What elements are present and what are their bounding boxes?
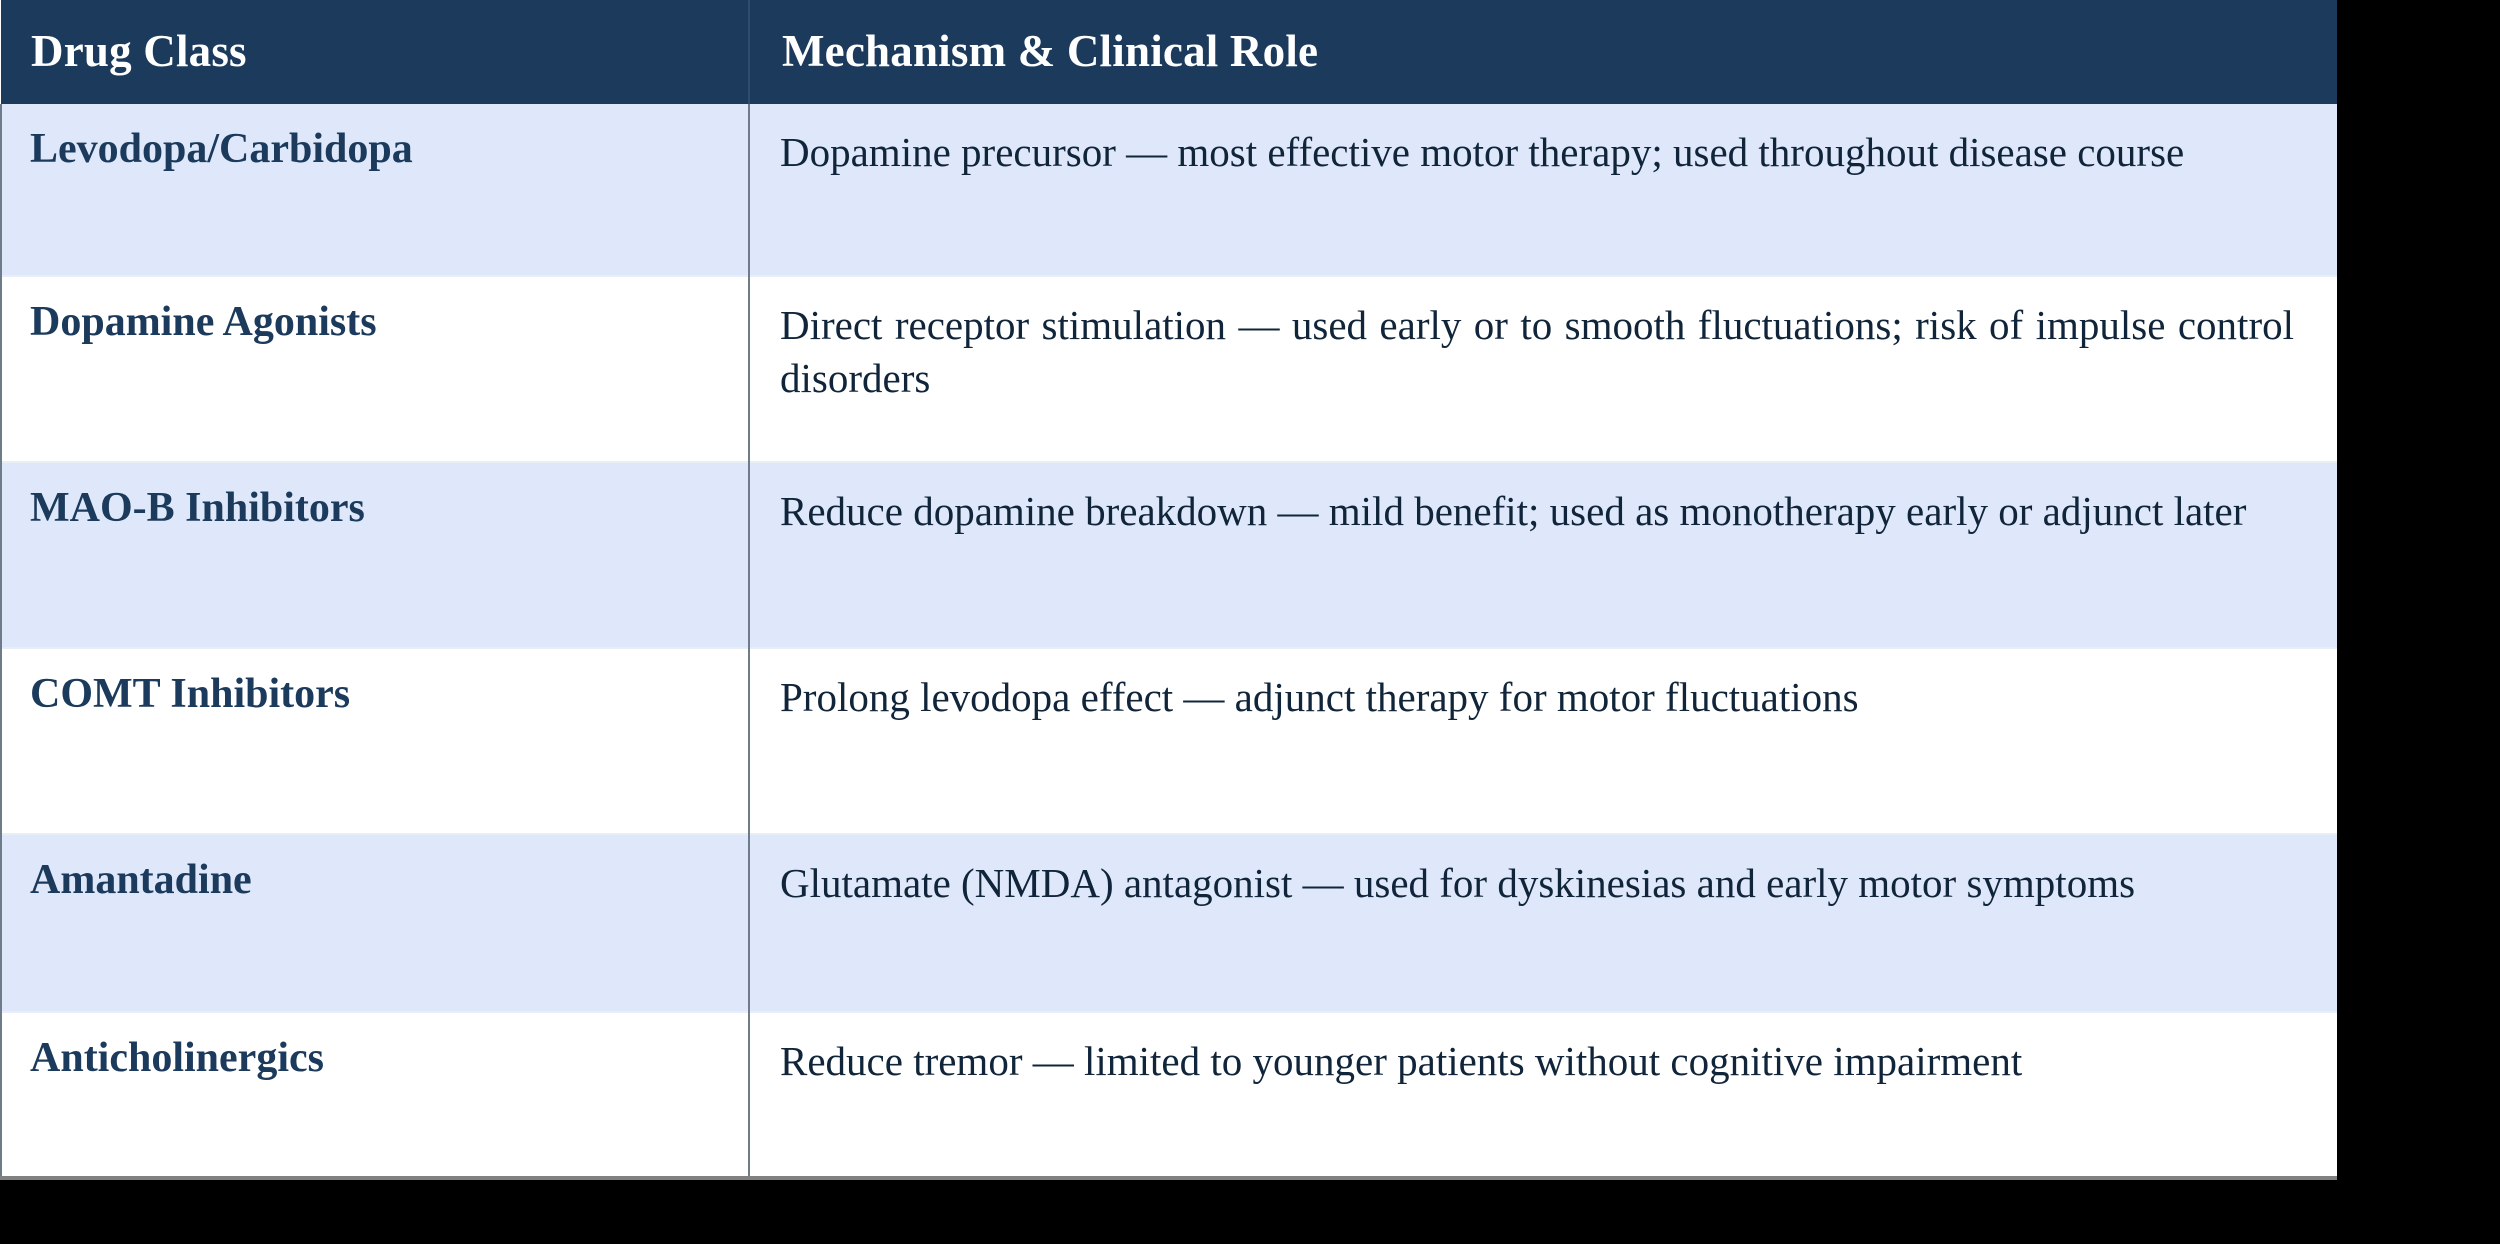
cell-drug-class: MAO-B Inhibitors [0,461,749,648]
cell-drug-class: Anticholinergics [0,1011,749,1176]
table-header: Drug Class Mechanism & Clinical Role [1,0,2337,104]
cell-mechanism: Glutamate (NMDA) antagonist — used for d… [748,833,2337,1012]
column-header-mechanism: Mechanism & Clinical Role [748,0,2337,104]
cell-mechanism: Reduce tremor — limited to younger patie… [748,1011,2337,1176]
cell-mechanism: Prolong levodopa effect — adjunct therap… [748,647,2337,834]
cell-mechanism: Direct receptor stimulation — used early… [748,275,2337,462]
cell-mechanism: Dopamine precursor — most effective moto… [748,104,2337,276]
column-header-drug-class: Drug Class [31,26,247,77]
drug-therapy-table: Drug Class Mechanism & Clinical Role Lev… [0,0,2337,1176]
table-header-row: Drug Class Mechanism & Clinical Role [1,0,2337,104]
table-row: Dopamine Agonists Direct receptor stimul… [0,275,2337,462]
cell-drug-class: Amantadine [0,833,749,1012]
drug-therapy-table-container: Drug Class Mechanism & Clinical Role Lev… [0,0,2337,1180]
cell-drug-class: COMT Inhibitors [0,647,749,834]
table-row: Anticholinergics Reduce tremor — limited… [0,1011,2337,1176]
cell-mechanism: Reduce dopamine breakdown — mild benefit… [748,461,2337,648]
table-row: Levodopa/Carbidopa Dopamine precursor — … [0,104,2337,276]
table-row: Amantadine Glutamate (NMDA) antagonist —… [0,833,2337,1012]
table-row: MAO-B Inhibitors Reduce dopamine breakdo… [0,461,2337,648]
cell-drug-class: Levodopa/Carbidopa [0,104,749,276]
table-row: COMT Inhibitors Prolong levodopa effect … [0,647,2337,834]
cell-drug-class: Dopamine Agonists [0,275,749,462]
table-body: Levodopa/Carbidopa Dopamine precursor — … [0,104,2337,1176]
